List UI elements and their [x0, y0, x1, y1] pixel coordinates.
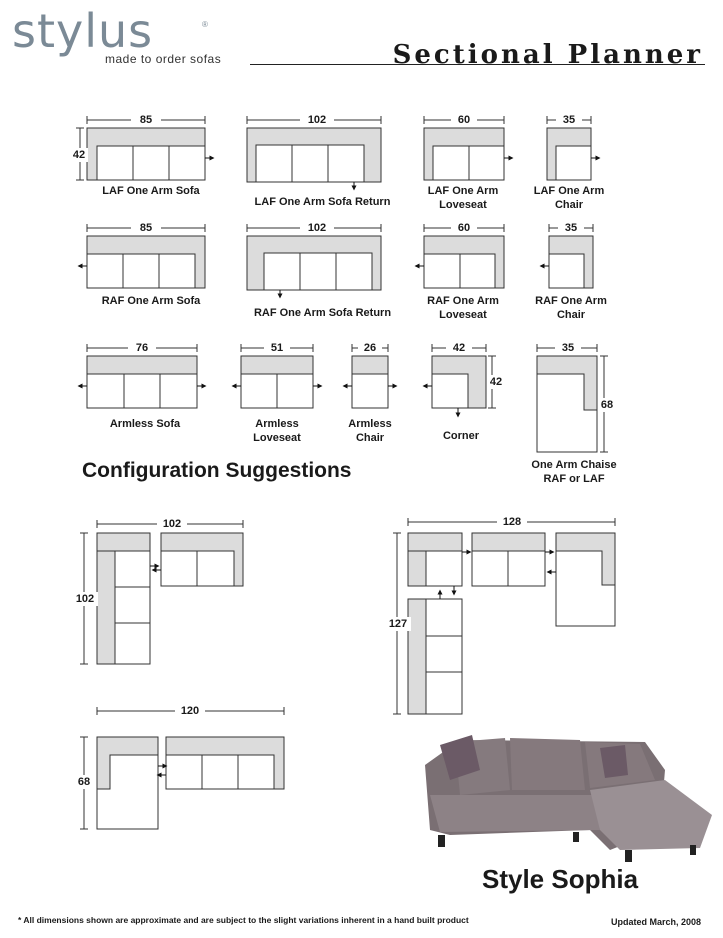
raf-chair-width: 35: [558, 221, 584, 235]
footer-disclaimer: * All dimensions shown are approximate a…: [18, 915, 469, 925]
sofa-photo: [425, 735, 712, 862]
laf-chair-width: 35: [556, 113, 582, 127]
raf-loveseat-label: RAF One Arm Loveseat: [427, 295, 499, 321]
laf-chair-label: LAF One Arm Chair: [533, 185, 605, 211]
laf-sofa-label: LAF One Arm Sofa: [102, 185, 200, 197]
one-arm-chaise-piece: [536, 355, 598, 453]
armless-loveseat-label: Armless Loveseat: [253, 418, 301, 444]
armless-sofa-piece: [86, 355, 198, 409]
raf-return-width: 102: [300, 221, 334, 235]
raf-return-label: RAF One Arm Sofa Return: [253, 307, 392, 319]
config-3-diagram: [96, 736, 285, 830]
chaise-label: One Arm Chaise RAF or LAF: [531, 459, 617, 485]
config-1-width: 102: [157, 517, 187, 531]
laf-one-arm-sofa-return-piece: [246, 127, 382, 183]
laf-sofa-width: 85: [131, 113, 161, 127]
config-3-height: 68: [74, 775, 94, 789]
armless-loveseat-piece: [240, 355, 314, 409]
raf-sofa-label: RAF One Arm Sofa: [101, 295, 201, 307]
config-3-width: 120: [175, 704, 205, 718]
laf-return-label: LAF One Arm Sofa Return: [254, 196, 391, 208]
armless-loveseat-width: 51: [264, 341, 290, 355]
raf-loveseat-width: 60: [451, 221, 477, 235]
armless-chair-piece: [351, 355, 389, 409]
config-1-height: 102: [72, 592, 98, 606]
laf-loveseat-width: 60: [451, 113, 477, 127]
armless-chair-label: Armless Chair: [348, 418, 392, 444]
laf-one-arm-sofa-piece: [86, 127, 206, 181]
raf-sofa-width: 85: [131, 221, 161, 235]
laf-loveseat-label: LAF One Arm Loveseat: [427, 185, 499, 211]
raf-one-arm-sofa-return-piece: [246, 235, 382, 291]
raf-one-arm-chair-piece: [548, 235, 594, 289]
page-title: Sectional Planner: [392, 40, 703, 70]
armless-sofa-width: 76: [128, 341, 156, 355]
armless-chair-width: 26: [358, 341, 382, 355]
chaise-width: 35: [555, 341, 581, 355]
config-1-diagram: [96, 532, 244, 665]
armless-sofa-label: Armless Sofa: [109, 418, 181, 430]
raf-one-arm-loveseat-piece: [423, 235, 505, 289]
stylus-logo: stylus: [12, 4, 154, 58]
config-2-width: 128: [497, 515, 527, 529]
config-2-height: 127: [385, 617, 411, 631]
style-name: Style Sophia: [482, 864, 639, 894]
laf-sofa-depth: 42: [70, 148, 88, 162]
footer-updated: Updated March, 2008: [610, 917, 701, 927]
config-2-diagram: [407, 532, 616, 715]
header-rule: [250, 64, 705, 65]
corner-depth: 42: [487, 375, 505, 389]
laf-one-arm-loveseat-piece: [423, 127, 505, 181]
raf-chair-label: RAF One Arm Chair: [535, 295, 607, 321]
laf-one-arm-chair-piece: [546, 127, 592, 181]
corner-label: Corner: [442, 430, 480, 442]
laf-return-width: 102: [300, 113, 334, 127]
corner-width: 42: [446, 341, 472, 355]
corner-piece: [431, 355, 487, 409]
raf-one-arm-sofa-piece: [86, 235, 206, 289]
chaise-depth: 68: [598, 398, 616, 412]
logo-tagline: made to order sofas: [105, 52, 222, 66]
configuration-suggestions-heading: Configuration Suggestions: [82, 459, 352, 482]
trademark-mark: ®: [202, 20, 208, 29]
